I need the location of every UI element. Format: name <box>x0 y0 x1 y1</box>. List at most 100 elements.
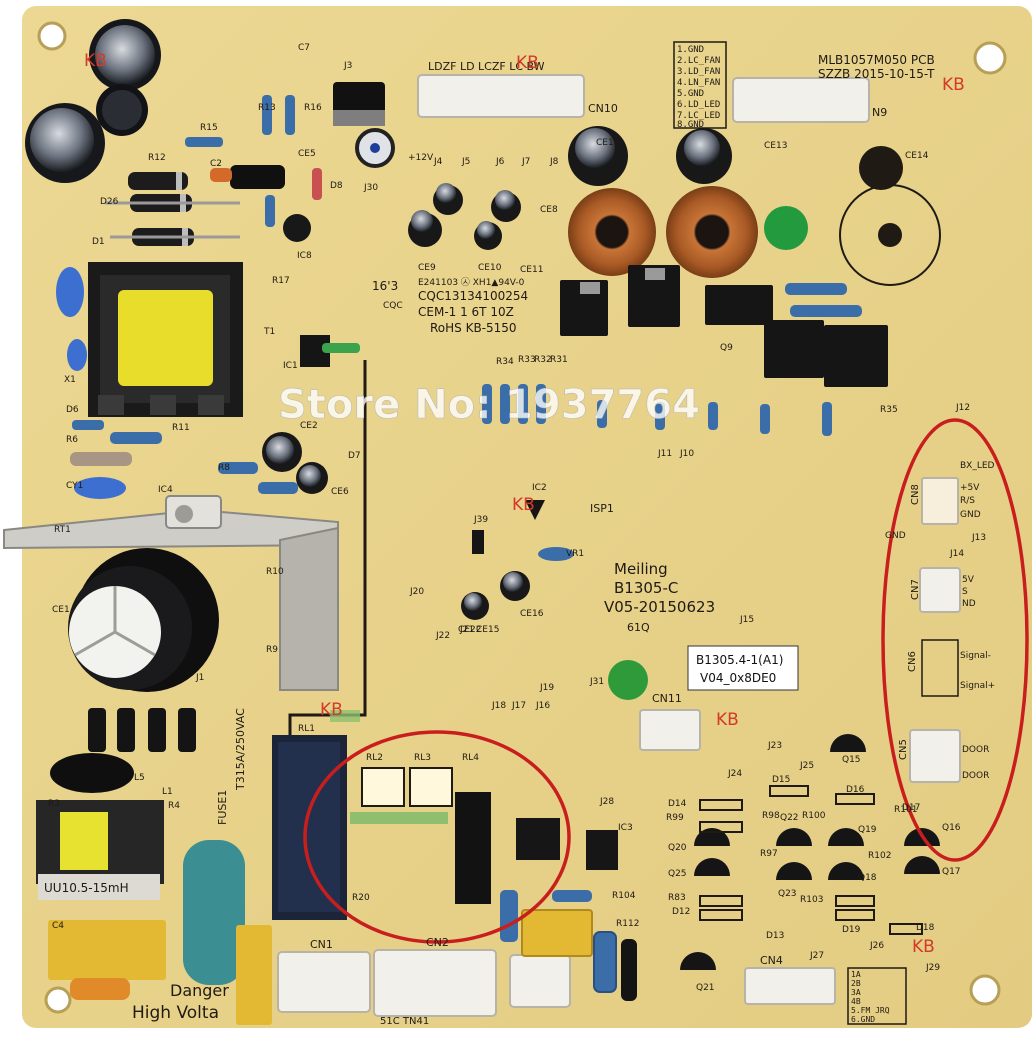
resistor-group <box>70 420 298 494</box>
cn9-pin: 5.GND <box>677 89 704 99</box>
reference-designator: J13 <box>971 533 986 543</box>
cn4-pin: 3A <box>851 988 861 997</box>
firmware-line-1: B1305.4-1(A1) <box>696 653 783 667</box>
cn7-label: CN7 <box>910 579 921 600</box>
microcontroller-area <box>472 500 648 700</box>
reference-designator: J18 <box>491 701 506 711</box>
power-transformer <box>88 262 243 417</box>
cn9-pin: 4.LN_FAN <box>677 78 720 88</box>
reference-designator: R100 <box>802 811 826 821</box>
reference-designator: J15 <box>739 615 754 625</box>
board-part-number: MLB1057M050 PCB <box>818 53 935 67</box>
reference-designator: Q9 <box>720 343 733 353</box>
board-rev-mark: 61Q <box>627 621 650 634</box>
reference-designator: CE8 <box>540 205 558 215</box>
reference-designator: J39 <box>473 515 488 525</box>
reference-designator: R20 <box>352 893 370 903</box>
reference-designator: R11 <box>172 423 190 433</box>
reference-designator: J3 <box>343 61 352 71</box>
cn6-pin: Signal+ <box>960 681 995 691</box>
reference-designator: IC2 <box>532 483 547 493</box>
highlight-circle-connectors <box>881 418 1029 862</box>
reference-designator: R13 <box>258 103 276 113</box>
reference-designator: D15 <box>772 775 790 785</box>
electrolytic-capacitor <box>25 19 161 183</box>
voltage-regulator <box>333 82 395 168</box>
reference-designator: L5 <box>134 773 145 783</box>
reference-designator: J28 <box>599 797 614 807</box>
reference-designator: J6 <box>495 157 505 167</box>
reference-designator: Q25 <box>668 869 687 879</box>
cn6-label: CN6 <box>907 651 918 672</box>
reference-designator: Q18 <box>858 873 877 883</box>
cqc-badge: CQC <box>383 301 403 311</box>
cn5-pin: DOOR <box>962 771 989 781</box>
reference-designator: J8 <box>549 157 559 167</box>
reference-designator: J1 <box>195 673 204 683</box>
reference-designator: J21 <box>459 625 474 635</box>
reference-designator: C4 <box>52 921 64 931</box>
highlight-circle-relays <box>303 730 571 944</box>
cn8-pin: BX_LED <box>960 461 995 471</box>
reference-designator: R32 <box>534 355 552 365</box>
reference-designator: R33 <box>518 355 536 365</box>
cn5-pin: DOOR <box>962 745 989 755</box>
cn4-pin: 6.GND <box>851 1015 875 1024</box>
reference-designator: Q22 <box>780 813 799 823</box>
transformer-label: UU10.5-15mH <box>44 881 129 895</box>
resistor-ladder <box>482 283 862 436</box>
bottom-connectors <box>277 909 637 1017</box>
kb-mark: KB <box>512 495 535 515</box>
reference-designator: R83 <box>668 893 686 903</box>
reference-designator: D26 <box>100 197 119 207</box>
reference-designator: Q16 <box>942 823 961 833</box>
thermistor <box>50 753 134 793</box>
reference-designator: Q20 <box>668 843 687 853</box>
cn7-pin: 5V <box>962 575 975 585</box>
isp-label: ISP1 <box>590 502 614 515</box>
cn4-pin: 1A <box>851 970 861 979</box>
reference-designator: IC4 <box>158 485 173 495</box>
reference-designator: J29 <box>925 963 940 973</box>
reference-designator: CY1 <box>66 481 83 491</box>
reference-designator: CE2 <box>300 421 318 431</box>
reference-designator: X1 <box>64 375 76 385</box>
reference-designator: CE22 <box>458 625 481 635</box>
reference-designator: J22 <box>435 631 450 641</box>
reference-designator: IC8 <box>297 251 312 261</box>
reference-designator: J16 <box>535 701 550 711</box>
high-voltage-label: High Volta <box>132 1003 219 1023</box>
optocoupler-ic <box>300 335 360 367</box>
mount-hole <box>44 986 72 1014</box>
reference-designator: VR1 <box>566 549 584 559</box>
cn5-label: CN5 <box>898 739 909 760</box>
reference-designator: C2 <box>210 159 222 169</box>
reference-designator: R97 <box>760 849 778 859</box>
cn9-label: N9 <box>872 106 887 119</box>
electrolytic-capacitor <box>408 126 732 620</box>
danger-label: Danger <box>170 981 229 1000</box>
kb-mark: KB <box>84 51 107 71</box>
cn11-label: CN11 <box>652 692 682 705</box>
cn8-pin: R/S <box>960 496 975 506</box>
mount-hole <box>37 21 67 51</box>
reference-designator: C7 <box>298 43 310 53</box>
board-date-code: SZZB 2015-10-15-T <box>818 67 935 81</box>
cert-line-4: RoHS KB-5150 <box>430 321 517 335</box>
rectifier-diodes <box>105 165 285 246</box>
mfg-mark: 16'3 <box>372 279 398 293</box>
reference-designator: J5 <box>461 157 470 167</box>
transistor-field <box>680 734 940 970</box>
cn9-pin: 6.LD_LED <box>677 100 720 110</box>
cn9-pin: 7.LC_LED <box>677 111 720 121</box>
board-version: V05-20150623 <box>604 598 715 616</box>
reference-designator: D7 <box>348 451 361 461</box>
reference-designator: J10 <box>679 449 694 459</box>
kb-mark: KB <box>942 75 965 95</box>
small-diodes <box>699 785 923 935</box>
reference-designator: Q19 <box>858 825 877 835</box>
reference-designator: J31 <box>589 677 604 687</box>
